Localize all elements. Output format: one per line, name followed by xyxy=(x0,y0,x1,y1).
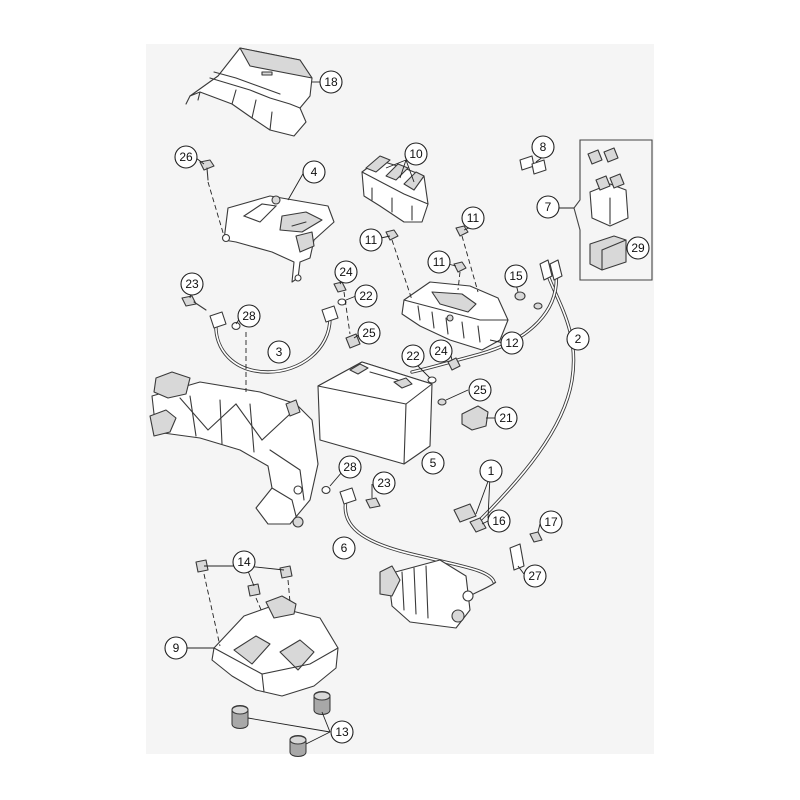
part-starter-motor xyxy=(379,559,474,629)
svg-text:11: 11 xyxy=(365,233,378,247)
callout-24-bottom[interactable]: 24 xyxy=(429,339,453,363)
part-washer-28-bottom xyxy=(321,485,331,495)
svg-text:28: 28 xyxy=(343,460,357,474)
callout-11-left[interactable]: 11 xyxy=(359,228,383,252)
part-battery-cover xyxy=(185,47,313,137)
part-fuses-8 xyxy=(519,155,547,175)
callout-28-bottom[interactable]: 28 xyxy=(338,455,362,479)
callout-23-bottom[interactable]: 23 xyxy=(372,471,396,495)
part-relay-set xyxy=(587,147,629,227)
callout-12[interactable]: 12 xyxy=(500,331,524,355)
svg-text:2: 2 xyxy=(575,332,582,346)
callout-8[interactable]: 8 xyxy=(531,135,555,159)
part-cables xyxy=(410,259,576,533)
svg-text:16: 16 xyxy=(492,514,506,528)
svg-text:24: 24 xyxy=(434,344,448,358)
part-battery xyxy=(317,361,433,465)
svg-text:25: 25 xyxy=(473,383,487,397)
callout-25-top[interactable]: 25 xyxy=(357,321,381,345)
part-fuse-box xyxy=(361,155,429,223)
svg-text:14: 14 xyxy=(237,555,251,569)
part-frame xyxy=(149,371,319,528)
part-nuts-14 xyxy=(195,559,293,597)
svg-text:10: 10 xyxy=(409,147,423,161)
part-holder-bracket xyxy=(221,195,335,283)
part-screw-23-bottom xyxy=(365,497,381,509)
callout-26[interactable]: 26 xyxy=(174,145,198,169)
callout-11-right[interactable]: 11 xyxy=(461,206,485,230)
svg-text:23: 23 xyxy=(185,277,199,291)
callout-14[interactable]: 14 xyxy=(232,550,256,574)
svg-text:21: 21 xyxy=(499,411,513,425)
callout-13[interactable]: 13 xyxy=(330,720,354,744)
part-battery-screws xyxy=(333,281,461,406)
callout-3[interactable]: 3 xyxy=(267,340,291,364)
callout-17[interactable]: 17 xyxy=(539,510,563,534)
part-battery-tray xyxy=(211,595,339,697)
callout-1[interactable]: 1 xyxy=(479,459,503,483)
part-bracket-27 xyxy=(509,543,525,571)
svg-text:12: 12 xyxy=(505,336,519,350)
callout-4[interactable]: 4 xyxy=(302,160,326,184)
svg-text:27: 27 xyxy=(528,569,542,583)
callout-10[interactable]: 10 xyxy=(404,142,428,166)
svg-text:26: 26 xyxy=(179,150,193,164)
svg-text:22: 22 xyxy=(406,349,420,363)
relay-inset-frame xyxy=(573,139,653,281)
part-nuts-11 xyxy=(385,225,469,273)
svg-text:29: 29 xyxy=(631,241,645,255)
svg-text:24: 24 xyxy=(339,265,353,279)
part-grommet-15 xyxy=(514,291,543,310)
callout-22-top[interactable]: 22 xyxy=(354,284,378,308)
callout-28-top[interactable]: 28 xyxy=(237,304,261,328)
callout-11-mid[interactable]: 11 xyxy=(427,250,451,274)
callout-2[interactable]: 2 xyxy=(566,327,590,351)
callout-25-bottom[interactable]: 25 xyxy=(468,378,492,402)
part-starter-cable xyxy=(339,487,497,599)
svg-text:15: 15 xyxy=(509,269,523,283)
svg-text:9: 9 xyxy=(173,641,180,655)
svg-text:8: 8 xyxy=(540,140,547,154)
svg-text:23: 23 xyxy=(377,476,391,490)
svg-text:7: 7 xyxy=(545,200,552,214)
svg-text:11: 11 xyxy=(467,211,480,225)
callout-23-top[interactable]: 23 xyxy=(180,272,204,296)
svg-text:13: 13 xyxy=(335,725,349,739)
part-screw-17 xyxy=(529,531,543,543)
svg-text:22: 22 xyxy=(359,289,373,303)
svg-text:1: 1 xyxy=(488,464,495,478)
svg-text:5: 5 xyxy=(430,456,437,470)
callout-27[interactable]: 27 xyxy=(523,564,547,588)
part-washer-28-top xyxy=(231,321,241,331)
svg-text:18: 18 xyxy=(324,75,338,89)
part-screw-26 xyxy=(199,159,215,181)
part-minus-cable xyxy=(209,305,339,374)
callout-21[interactable]: 21 xyxy=(494,406,518,430)
callout-9[interactable]: 9 xyxy=(164,636,188,660)
callout-15[interactable]: 15 xyxy=(504,264,528,288)
svg-text:3: 3 xyxy=(276,345,283,359)
callout-29[interactable]: 29 xyxy=(626,236,650,260)
svg-text:6: 6 xyxy=(341,541,348,555)
svg-text:11: 11 xyxy=(433,255,446,269)
part-plus-cover xyxy=(461,405,489,431)
svg-text:4: 4 xyxy=(311,165,318,179)
callout-24-top[interactable]: 24 xyxy=(334,260,358,284)
callout-16[interactable]: 16 xyxy=(487,509,511,533)
svg-text:28: 28 xyxy=(242,309,256,323)
part-rubber-bumpers xyxy=(231,691,331,757)
svg-text:17: 17 xyxy=(544,515,558,529)
svg-text:25: 25 xyxy=(362,326,376,340)
part-relay-cover xyxy=(589,235,627,271)
callout-18[interactable]: 18 xyxy=(319,70,343,94)
part-screw-23-top xyxy=(181,295,207,311)
callout-22-bottom[interactable]: 22 xyxy=(401,344,425,368)
callout-5[interactable]: 5 xyxy=(421,451,445,475)
callout-6[interactable]: 6 xyxy=(332,536,356,560)
part-fuse-holder-tray xyxy=(401,281,509,351)
callout-7[interactable]: 7 xyxy=(536,195,560,219)
